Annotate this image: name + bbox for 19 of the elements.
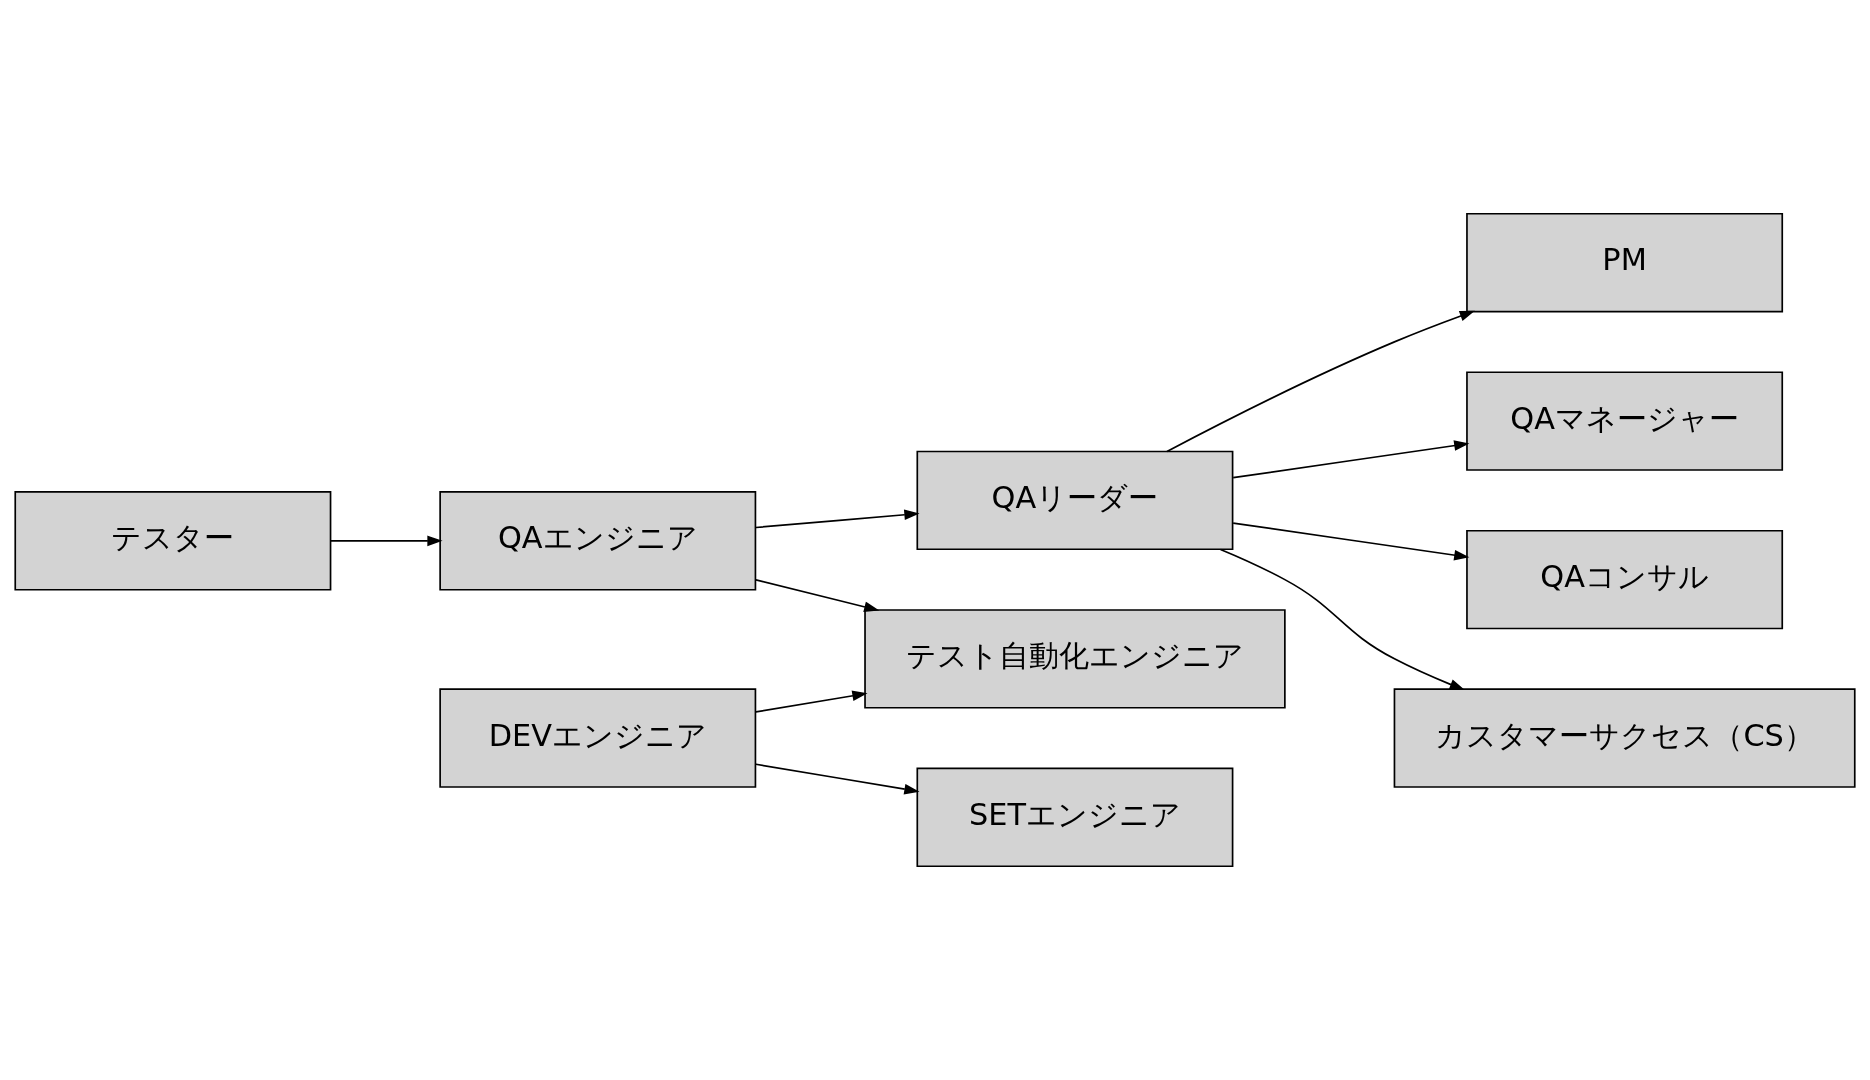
node-box: QAリーダー — [916, 450, 1234, 551]
arrow — [755, 690, 868, 713]
node-box: QAコンサル — [1466, 529, 1784, 630]
arrow — [1219, 548, 1465, 691]
node-box: DEVエンジニア — [439, 688, 757, 788]
arrow — [1232, 522, 1470, 561]
arrow — [1166, 310, 1475, 453]
arrow — [330, 535, 443, 547]
node-box: カスタマーサクセス（CS） — [1393, 688, 1856, 788]
node-box: テスト自動化エンジニア — [864, 609, 1286, 709]
node-box: SETエンジニア — [916, 767, 1234, 868]
arrow — [1232, 440, 1470, 479]
node-box: テスター — [14, 491, 332, 591]
arrow — [755, 763, 920, 795]
node-box: QAエンジニア — [439, 491, 757, 591]
node-box: QAマネージャー — [1466, 371, 1784, 471]
arrow — [755, 578, 880, 613]
arrow — [755, 509, 920, 529]
node-box: PM — [1466, 212, 1784, 313]
